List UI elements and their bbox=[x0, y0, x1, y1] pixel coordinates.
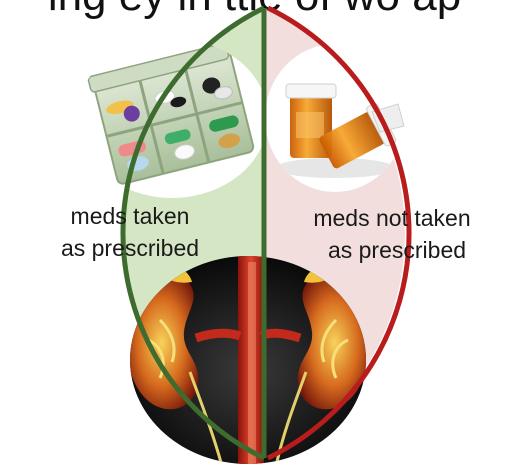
pill-organizer-image bbox=[76, 38, 268, 198]
left-label: meds taken as prescribed bbox=[30, 200, 230, 264]
pill-bottles-image bbox=[265, 44, 405, 192]
right-label-line1: meds not taken bbox=[286, 202, 498, 234]
left-label-line1: meds taken bbox=[30, 200, 230, 232]
right-label-line2: as prescribed bbox=[286, 234, 498, 266]
left-label-line2: as prescribed bbox=[30, 232, 230, 264]
right-label: meds not taken as prescribed bbox=[286, 202, 498, 266]
